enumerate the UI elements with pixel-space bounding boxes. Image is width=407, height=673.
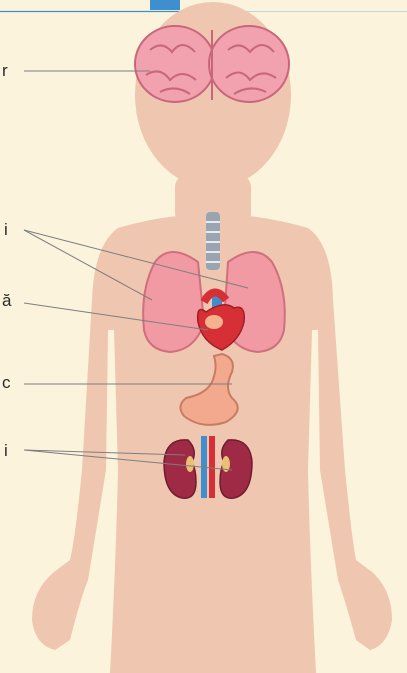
label-heart: ă [2, 292, 11, 309]
header-accent-bar [150, 0, 180, 10]
brain-icon [135, 26, 289, 102]
aorta-icon [209, 436, 215, 498]
label-lungs: i [4, 221, 8, 238]
trachea-icon [206, 212, 220, 270]
label-kidneys: i [4, 442, 8, 459]
label-brain: r [2, 62, 8, 79]
label-stomach: c [2, 374, 11, 391]
